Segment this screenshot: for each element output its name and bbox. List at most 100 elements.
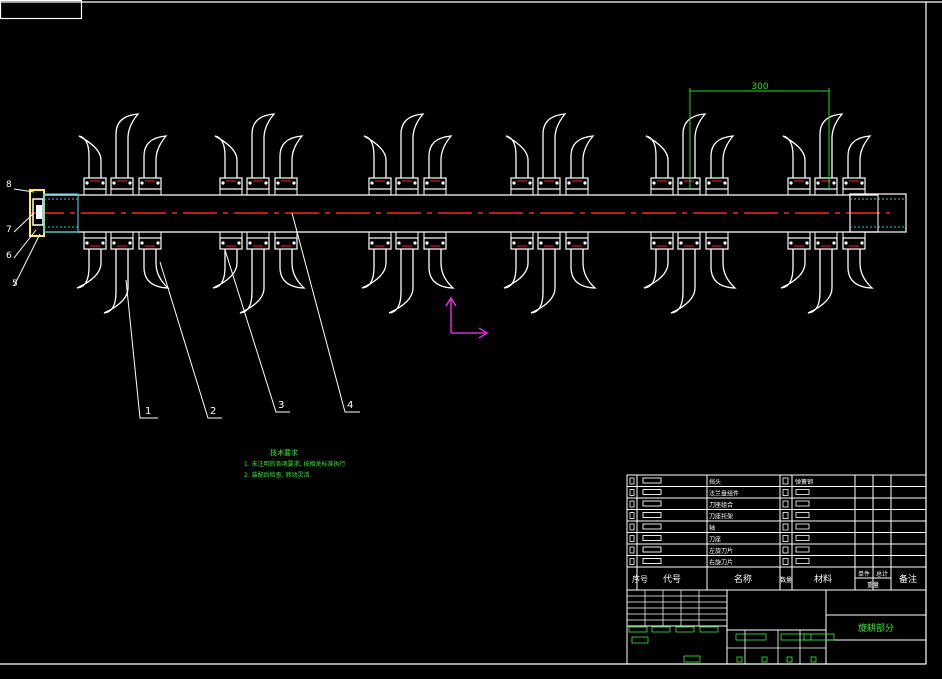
- bolt: [567, 241, 571, 245]
- bolt: [528, 181, 532, 185]
- bom-part-name: 法兰盘组件: [709, 490, 739, 498]
- blade: [214, 135, 238, 178]
- bolt: [413, 241, 417, 245]
- bom-part-name: 左旋刀片: [709, 547, 733, 555]
- blade: [570, 249, 597, 289]
- blade-holder: [814, 237, 838, 250]
- bolt: [292, 241, 296, 245]
- bom-row: 刀座: [627, 535, 926, 545]
- code-placeholder: [642, 523, 662, 530]
- header-name: 名称: [734, 573, 752, 585]
- bolt: [668, 181, 672, 185]
- bolt: [140, 181, 144, 185]
- blade: [78, 135, 102, 178]
- code-placeholder: [642, 477, 662, 484]
- bolt: [805, 241, 809, 245]
- blade-holder: [705, 177, 729, 190]
- bolt: [707, 241, 711, 245]
- notes-heading: 技术要求: [270, 448, 298, 457]
- bom-part-name: 右旋刀片: [709, 559, 733, 567]
- bolt: [567, 181, 571, 185]
- balloon-2: 2: [210, 406, 216, 417]
- blade: [239, 249, 265, 314]
- blade-holder: [650, 237, 674, 250]
- dimension-300: [689, 88, 830, 190]
- callout-8: 8: [6, 180, 12, 190]
- blade-group: [780, 113, 874, 314]
- notes-line-1: 1. 未注明的各项要求, 按相关标准执行: [244, 460, 345, 468]
- bolt: [555, 181, 559, 185]
- blade: [251, 113, 276, 178]
- dimension-value: 300: [751, 82, 768, 92]
- blade-holder: [83, 237, 107, 250]
- blade: [780, 249, 806, 289]
- blade-holder: [83, 177, 107, 190]
- bom-row: 刀座托架: [627, 512, 926, 522]
- bolt: [512, 241, 516, 245]
- blade: [670, 249, 696, 314]
- bolt: [441, 241, 445, 245]
- bolt: [370, 241, 374, 245]
- bom-material: 弹簧钢: [795, 478, 813, 486]
- bom-rows: 挡头弹簧钢法兰盘组件刀座组合刀座托架轴刀座左旋刀片右旋刀片: [627, 477, 926, 568]
- blade-holder: [395, 177, 419, 190]
- blade-holder: [565, 177, 589, 190]
- bolt: [668, 241, 672, 245]
- bolt: [128, 241, 132, 245]
- blade-holder: [705, 237, 729, 250]
- bolt: [652, 241, 656, 245]
- code-placeholder: [642, 546, 662, 553]
- left-callout-leaders: [13, 188, 41, 287]
- bolt: [85, 181, 89, 185]
- blade-holder: [565, 237, 589, 250]
- bolt: [816, 241, 820, 245]
- bolt: [832, 241, 836, 245]
- bolt: [539, 181, 543, 185]
- bolt: [860, 181, 864, 185]
- header-weight: 重量: [867, 581, 879, 589]
- blade-groups: [76, 113, 874, 314]
- bolt: [652, 181, 656, 185]
- blade-holder: [423, 177, 447, 190]
- blade: [542, 113, 567, 178]
- blade: [428, 249, 455, 289]
- title-block: 挡头弹簧钢法兰盘组件刀座组合刀座托架轴刀座左旋刀片右旋刀片 序号 代号 名称 数…: [626, 474, 927, 665]
- blade: [279, 135, 304, 178]
- blade: [428, 135, 453, 178]
- blade-holder: [395, 237, 419, 250]
- blade-holder: [677, 177, 701, 190]
- blade-holder: [510, 237, 534, 250]
- bom-part-name: 刀座: [709, 536, 721, 544]
- callout-7: 7: [6, 225, 12, 235]
- bolt: [512, 181, 516, 185]
- drawing-name: 旋耕部分: [858, 622, 894, 634]
- blade: [361, 249, 387, 289]
- bolt: [112, 181, 116, 185]
- blade: [710, 249, 737, 289]
- bolt: [583, 241, 587, 245]
- bolt: [679, 181, 683, 185]
- bolt: [695, 241, 699, 245]
- technical-notes: 技术要求 1. 未注明的各项要求, 按相关标准执行 2. 装配后检查, 转动灵活…: [244, 448, 345, 479]
- blade-holder: [246, 237, 270, 250]
- blade-holder: [138, 237, 162, 250]
- bolt: [723, 181, 727, 185]
- blade-holder: [787, 177, 811, 190]
- header-seq: 序号: [632, 574, 648, 584]
- bolt: [101, 241, 105, 245]
- blade: [503, 249, 529, 289]
- bolt: [156, 181, 160, 185]
- bolt: [789, 181, 793, 185]
- blade-group: [503, 113, 597, 314]
- blade: [782, 135, 806, 178]
- header-code: 代号: [663, 574, 681, 585]
- bolt: [248, 241, 252, 245]
- bom-part-name: 挡头: [709, 478, 721, 486]
- blade: [643, 249, 669, 289]
- bolt: [695, 181, 699, 185]
- bom-row: 法兰盘组件: [627, 489, 926, 499]
- bolt: [860, 241, 864, 245]
- bolt: [425, 241, 429, 245]
- blade-group: [643, 113, 737, 314]
